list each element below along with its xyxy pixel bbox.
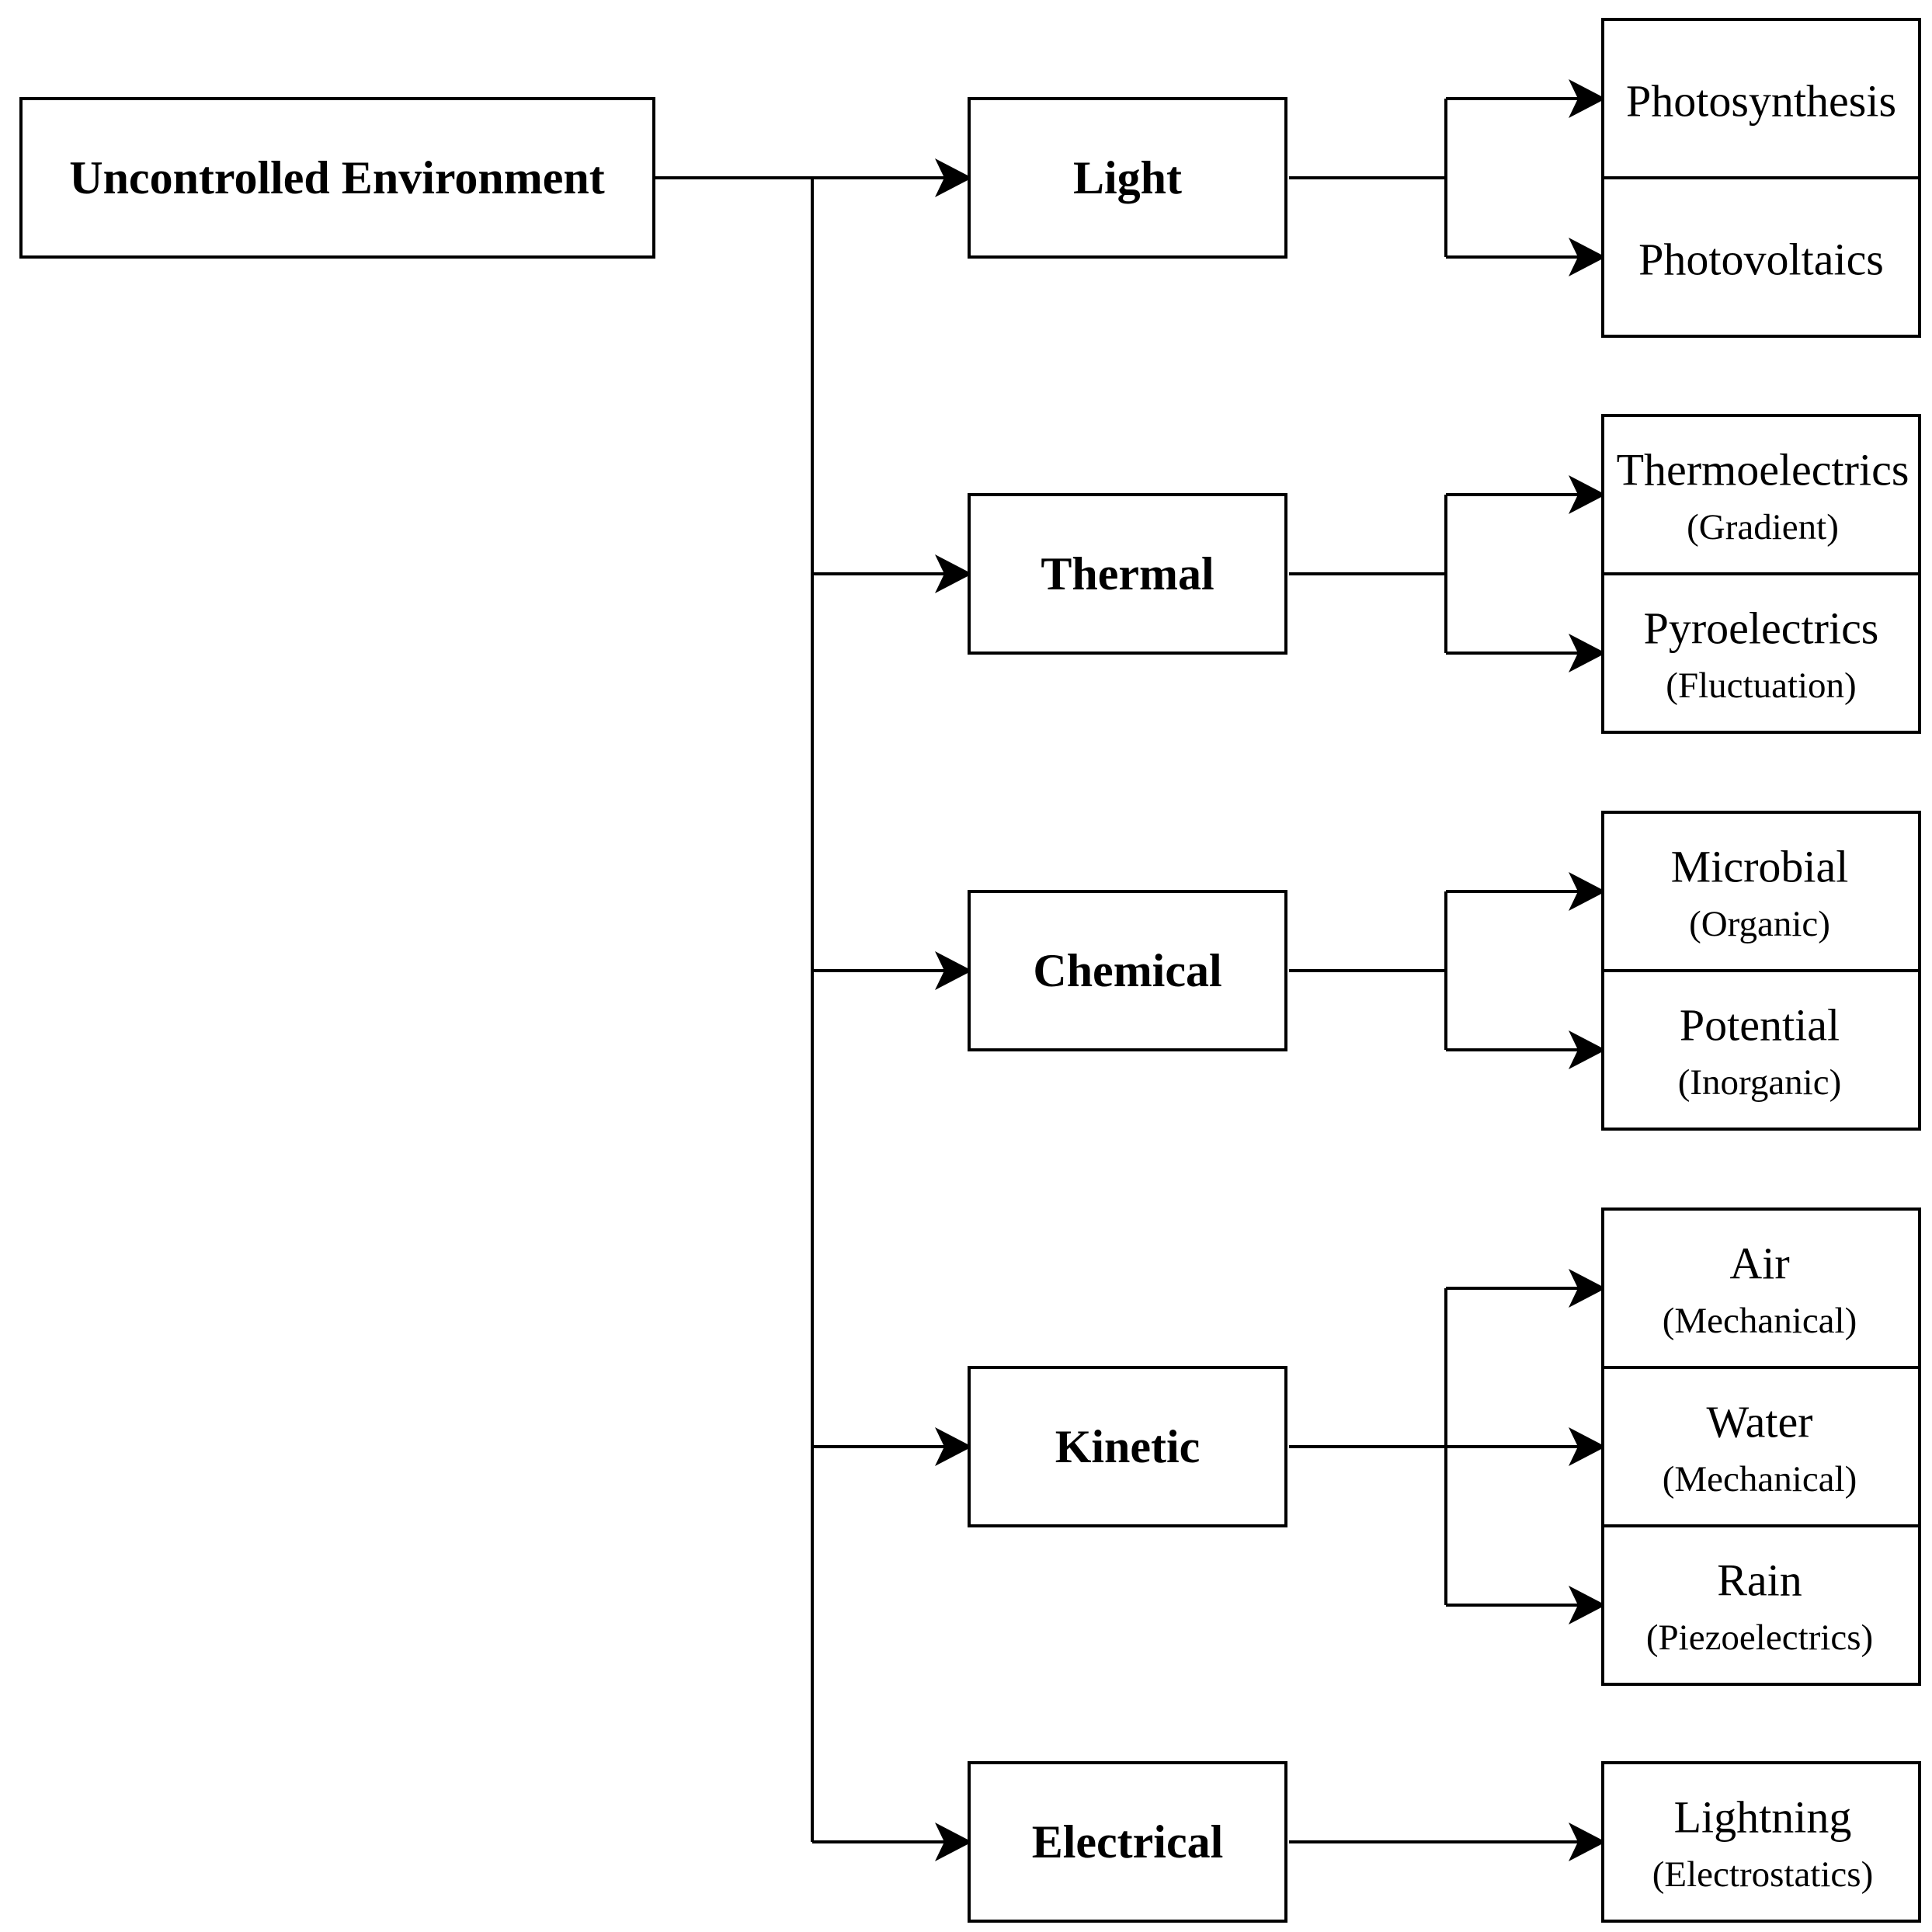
arrowhead-lightning (1569, 1823, 1606, 1861)
output-label-rain: Rain (1717, 1555, 1802, 1606)
output-sub-rain: (Piezoelectrics) (1646, 1618, 1873, 1658)
category-label-thermal: Thermal (1041, 548, 1214, 599)
arrowhead-kinetic (935, 1427, 972, 1466)
output-node-pyroelectrics: Pyroelectrics (Fluctuation) (1601, 572, 1921, 734)
output-node-water: Water (Mechanical) (1601, 1366, 1921, 1527)
output-sub-lightning: (Electrostatics) (1652, 1854, 1873, 1895)
connector-light-branch (1289, 97, 1584, 259)
output-label-thermoelectrics: Thermoelectrics (1617, 445, 1909, 495)
output-node-rain: Rain (Piezoelectrics) (1601, 1524, 1921, 1686)
arrowhead-pyroelectrics (1569, 634, 1606, 672)
output-label-pyroelectrics: Pyroelectrics (1644, 603, 1879, 654)
category-label-chemical: Chemical (1033, 945, 1221, 996)
connector-thermal-branch (1289, 493, 1584, 655)
arrowhead-chemical (935, 951, 972, 990)
output-sub-pyroelectrics: (Fluctuation) (1666, 665, 1856, 706)
output-label-air: Air (1729, 1239, 1789, 1289)
arrowhead-thermoelectrics (1569, 475, 1606, 514)
output-node-photosynthesis: Photosynthesis (1601, 18, 1921, 179)
output-node-air: Air (Mechanical) (1601, 1208, 1921, 1369)
arrowhead-thermal (935, 554, 972, 593)
arrowhead-photovoltaics (1569, 238, 1606, 276)
connectors (654, 97, 1584, 1843)
output-node-microbial: Microbial (Organic) (1601, 811, 1921, 972)
output-label-photovoltaics: Photovoltaics (1638, 235, 1884, 285)
arrowheads (935, 79, 1606, 1861)
output-sub-microbial: (Organic) (1689, 904, 1830, 944)
connector-chemical-branch (1289, 890, 1584, 1051)
category-node-thermal: Thermal (968, 493, 1287, 655)
output-node-potential: Potential (Inorganic) (1601, 969, 1921, 1131)
arrowhead-photosynthesis (1569, 79, 1606, 118)
category-node-chemical: Chemical (968, 890, 1287, 1051)
output-node-thermoelectrics: Thermoelectrics (Gradient) (1601, 414, 1921, 575)
arrowhead-potential (1569, 1030, 1606, 1069)
arrowhead-microbial (1569, 872, 1606, 911)
root-node-label: Uncontrolled Environment (69, 152, 605, 203)
output-sub-air: (Mechanical) (1663, 1301, 1857, 1341)
output-label-lightning: Lightning (1674, 1792, 1852, 1843)
output-label-photosynthesis: Photosynthesis (1626, 76, 1896, 127)
output-label-potential: Potential (1680, 1000, 1840, 1051)
category-label-light: Light (1073, 152, 1182, 203)
arrowhead-electrical (935, 1823, 972, 1861)
output-sub-potential: (Inorganic) (1678, 1062, 1842, 1103)
arrowhead-rain (1569, 1586, 1606, 1624)
arrowhead-air (1569, 1269, 1606, 1308)
output-label-water: Water (1706, 1397, 1812, 1447)
arrowhead-light (935, 158, 972, 197)
category-label-electrical: Electrical (1032, 1816, 1224, 1868)
output-sub-water: (Mechanical) (1663, 1459, 1857, 1499)
connector-kinetic-branch (1289, 1287, 1584, 1607)
output-node-photovoltaics: Photovoltaics (1601, 176, 1921, 338)
category-node-electrical: Electrical (968, 1761, 1287, 1923)
category-label-kinetic: Kinetic (1055, 1421, 1201, 1472)
output-node-lightning: Lightning (Electrostatics) (1601, 1761, 1921, 1923)
category-node-kinetic: Kinetic (968, 1366, 1287, 1527)
category-node-light: Light (968, 97, 1287, 259)
root-node: Uncontrolled Environment (19, 97, 655, 259)
output-sub-thermoelectrics: (Gradient) (1687, 507, 1839, 547)
output-label-microbial: Microbial (1671, 842, 1849, 892)
arrowhead-water (1569, 1427, 1606, 1466)
